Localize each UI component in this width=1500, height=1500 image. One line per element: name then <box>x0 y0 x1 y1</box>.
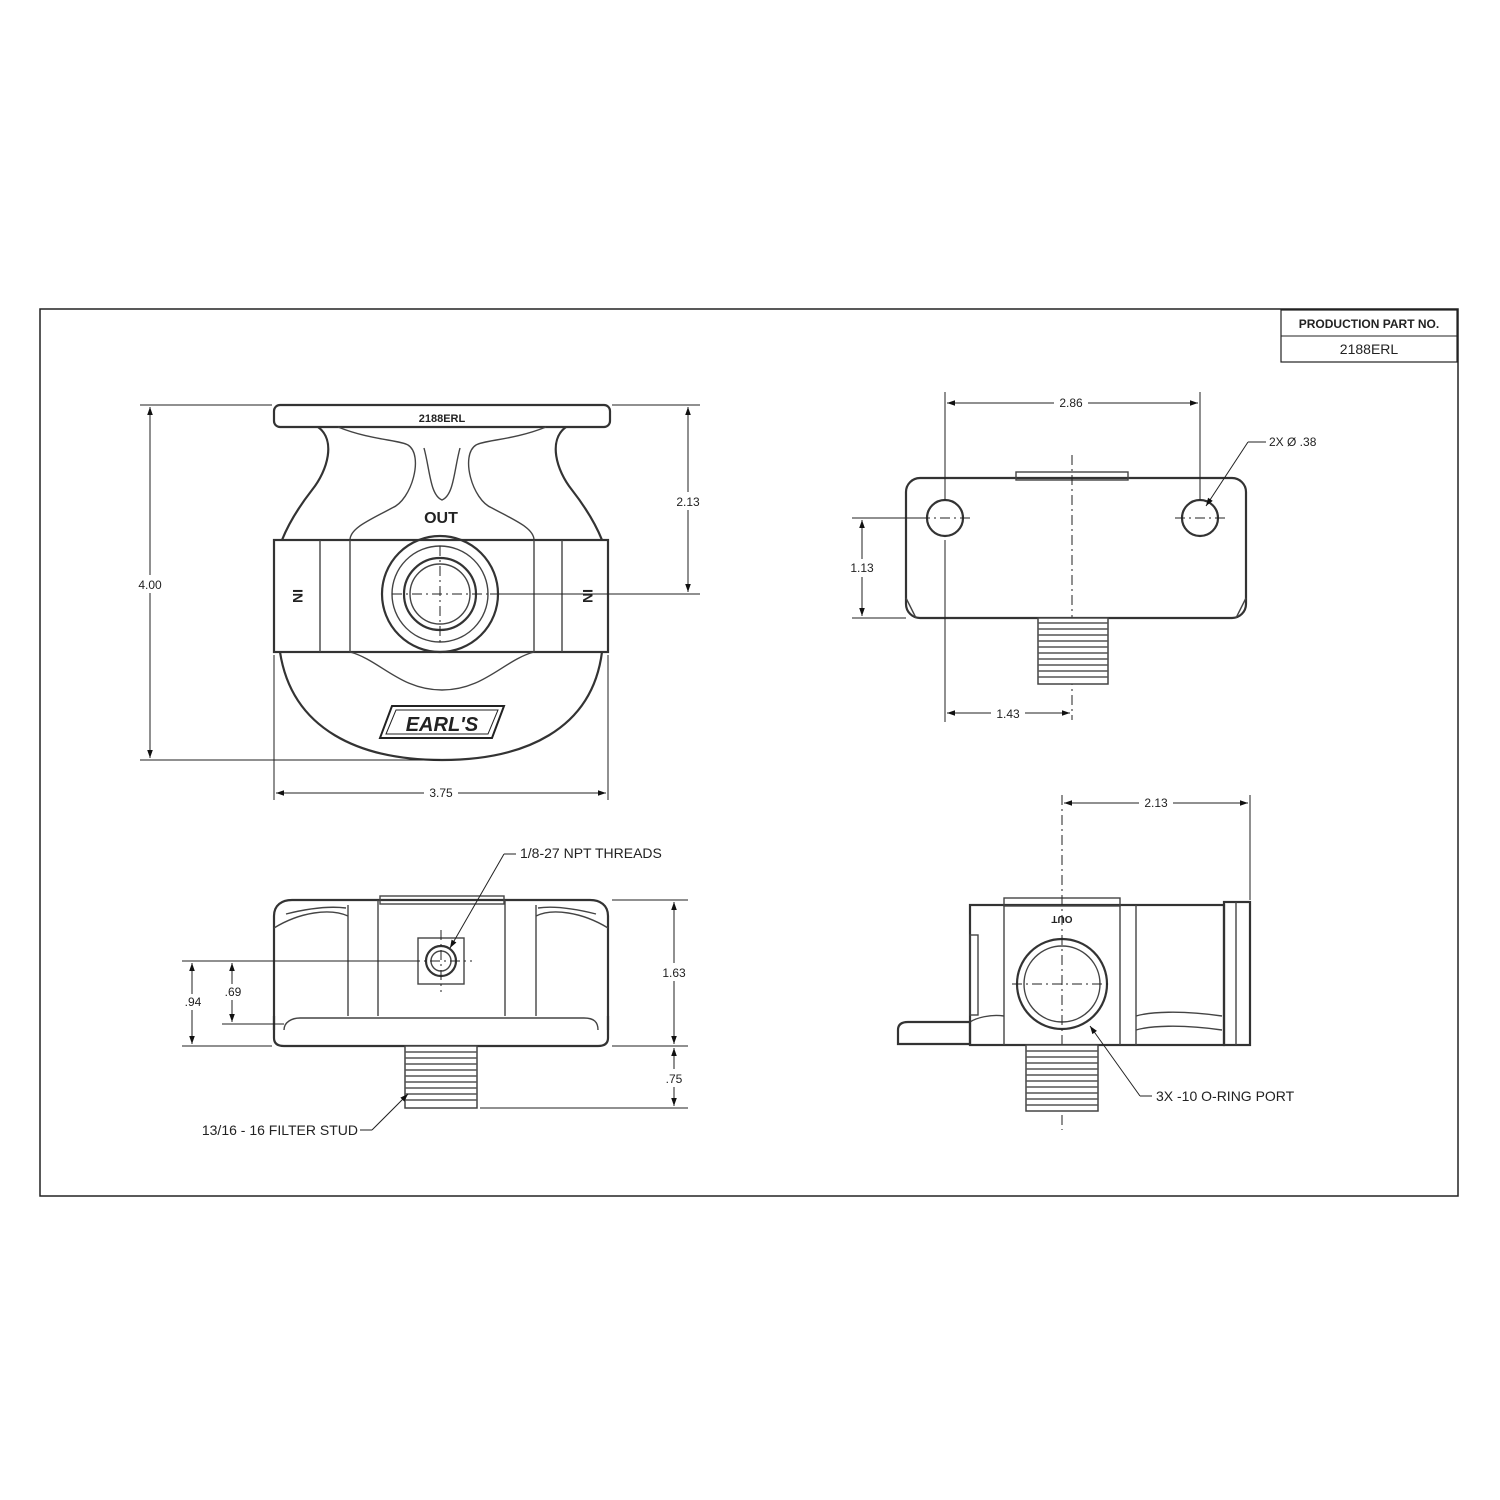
dim-stud-offset: 1.43 <box>996 707 1020 721</box>
side-view: 1/8-27 NPT THREADS 13/16 - 16 FILTER STU… <box>182 845 688 1138</box>
sheet-border <box>39 308 1459 1197</box>
dim-stud-length: .75 <box>666 1072 683 1086</box>
npt-threads-callout: 1/8-27 NPT THREADS <box>520 845 662 861</box>
dim-hole-spacing: 2.86 <box>1059 396 1083 410</box>
dim-port-height: 2.13 <box>676 495 700 509</box>
dim-end-width: 2.13 <box>1144 796 1168 810</box>
out-port-label: OUT <box>424 510 458 527</box>
side-stud-threads <box>405 1051 477 1101</box>
end-view-out-label: OUT <box>1051 913 1072 924</box>
in-port-label-left: IN <box>290 589 306 603</box>
earls-logo-text: EARL'S <box>406 714 479 736</box>
in-port-label-right: IN <box>580 589 596 603</box>
dim-total-height: 1.63 <box>662 966 686 980</box>
dim-94: .94 <box>185 995 202 1009</box>
end-stud-threads <box>1026 1050 1098 1106</box>
filter-stud-callout: 13/16 - 16 FILTER STUD <box>202 1122 358 1138</box>
earls-logo: EARL'S <box>378 705 506 739</box>
title-block-header: PRODUCTION PART NO. <box>1299 317 1439 331</box>
front-view: EARL'S 2188ERL OUT IN IN 4.00 2.13 3.75 <box>136 403 702 801</box>
dim-69: .69 <box>225 985 242 999</box>
top-stud-threads <box>1038 622 1108 678</box>
title-block: PRODUCTION PART NO. 2188ERL <box>1280 309 1458 363</box>
dim-hole-height: 1.13 <box>850 561 874 575</box>
dim-front-height: 4.00 <box>138 578 162 592</box>
dim-front-width: 3.75 <box>429 786 453 800</box>
title-block-part-number: 2188ERL <box>1340 341 1399 357</box>
end-view: OUT 2.13 3X -10 O-RING PORT <box>896 795 1295 1130</box>
o-ring-port-callout: 3X -10 O-RING PORT <box>1156 1088 1295 1104</box>
front-part-marking: 2188ERL <box>419 413 466 425</box>
hole-callout: 2X Ø .38 <box>1269 435 1317 449</box>
top-view: 2.86 2X Ø .38 1.13 1.43 <box>848 392 1317 722</box>
